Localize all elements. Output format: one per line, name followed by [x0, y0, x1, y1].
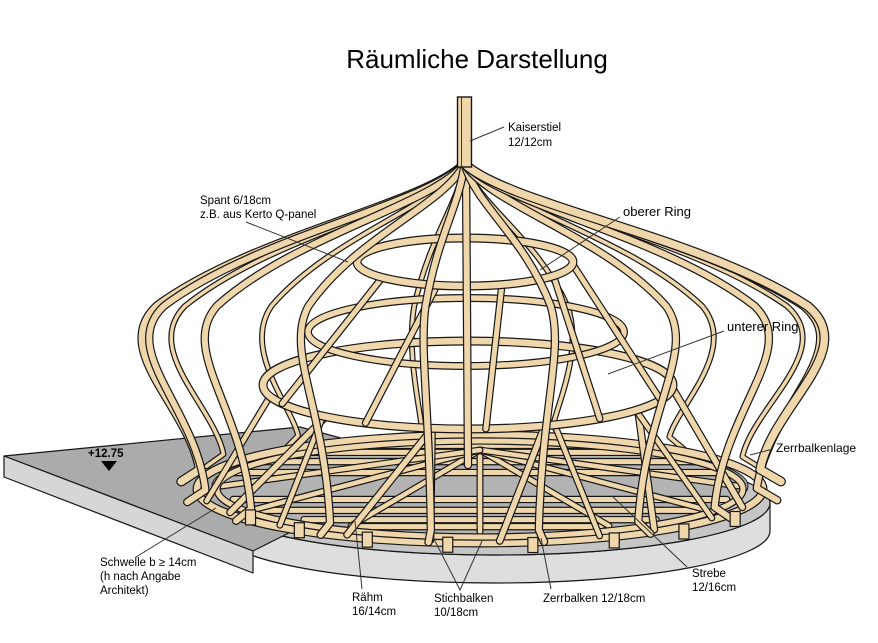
leader-spant	[245, 221, 349, 263]
label-zerrbalkenlage: Zerrbalkenlage	[776, 441, 856, 455]
label-raehm: Rähm 16/14cm	[352, 592, 396, 618]
leader-schwelle	[135, 507, 217, 558]
label-oberer-ring: oberer Ring	[623, 204, 691, 219]
level-marker-triangle-icon	[101, 461, 117, 471]
labels: Kaiserstiel 12/12cm Spant 6/18cm z.B. au…	[100, 122, 856, 619]
level-marker: +12.75	[88, 448, 124, 471]
leader-raehm	[354, 520, 363, 590]
leader-zerrbalkenlage	[749, 448, 774, 456]
leader-stichbalken	[432, 536, 483, 592]
level-marker-text: +12.75	[88, 448, 124, 460]
label-strebe: Strebe 12/16cm	[692, 568, 736, 594]
leader-unterer-ring	[607, 330, 725, 375]
leader-oberer-ring	[539, 216, 621, 271]
label-spant: Spant 6/18cm z.B. aus Kerto Q-panel	[200, 195, 316, 221]
leader-kaiserstiel	[469, 126, 505, 142]
leader-lines	[135, 126, 774, 592]
label-kaiserstiel: Kaiserstiel 12/12cm	[508, 122, 564, 149]
label-schwelle: Schwelle b ≥ 14cm (h nach Angabe Archite…	[100, 557, 200, 597]
label-unterer-ring: unterer Ring	[727, 319, 799, 334]
leader-zerrbalken	[540, 537, 552, 590]
label-zerrbalken: Zerrbalken 12/18cm	[543, 593, 645, 605]
dome-timber-structure	[3, 96, 830, 584]
page-title: Räumliche Darstellung	[346, 44, 608, 74]
label-stichbalken: Stichbalken 10/18cm	[434, 593, 497, 619]
leader-strebe	[611, 495, 688, 568]
